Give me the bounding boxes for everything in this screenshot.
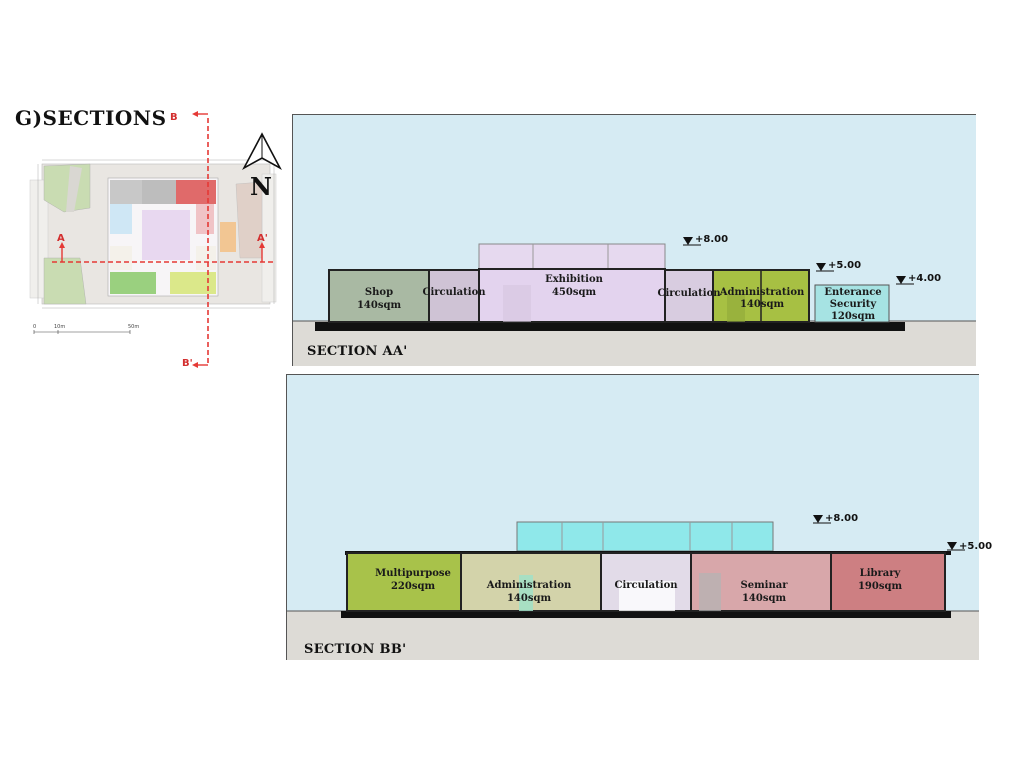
- level-marker-icon: [683, 237, 701, 246]
- plan-room: [170, 272, 216, 294]
- level-bb-5: +5.00: [959, 541, 992, 552]
- room-multipurpose-area: 220sqm: [391, 581, 435, 592]
- key-plan-drawing: A A' B B' N 0 10m 50m: [29, 111, 282, 369]
- room-circulation-2-name: Circulation: [657, 288, 721, 299]
- room-entrance-area: Security: [830, 299, 878, 310]
- cut-b-start-label: B: [170, 112, 178, 123]
- scale-label-10: 10m: [54, 324, 65, 330]
- north-label: N: [250, 172, 272, 201]
- key-plan: A A' B B' N 0 10m 50m: [29, 108, 290, 373]
- level-bb-8: +8.00: [825, 513, 858, 524]
- ground: [287, 611, 979, 660]
- room-exhibition-area: 450sqm: [552, 287, 596, 298]
- section-bb-label: SECTION BB': [304, 642, 407, 657]
- glass-roof-bb: [516, 521, 774, 552]
- plan-room: [142, 180, 176, 204]
- level-aa-8: +8.00: [695, 234, 728, 245]
- room-seminar-name: Seminar: [741, 580, 789, 591]
- foundation-slab: [341, 611, 951, 618]
- plan-room: [110, 246, 132, 270]
- section-aa-drawing: Shop 140sqm Circulation Exhibition 450sq…: [293, 115, 976, 366]
- glass-roof-aa: [478, 243, 666, 270]
- section-bb-panel: Multipurpose 220sqm Administration 140sq…: [286, 374, 992, 660]
- level-aa-5: +5.00: [828, 260, 861, 271]
- room-seminar-area: 140sqm: [742, 593, 786, 604]
- section-bb-drawing: Multipurpose 220sqm Administration 140sq…: [287, 375, 992, 660]
- room-multipurpose: [346, 552, 462, 612]
- room-library: [830, 552, 946, 612]
- plan-room: [196, 204, 214, 234]
- plan-room: [110, 204, 132, 234]
- level-aa-4: +4.00: [908, 273, 941, 284]
- room-shop-area: 140sqm: [357, 300, 401, 311]
- room-administration-area: 140sqm: [740, 299, 784, 310]
- room-administration-area: 140sqm: [507, 593, 551, 604]
- scale-label-0: 0: [33, 324, 36, 330]
- cut-b-end-label: B': [182, 358, 193, 369]
- room-circulation-1-name: Circulation: [422, 287, 486, 298]
- north-arrow-icon: [242, 132, 282, 171]
- plan-room: [176, 180, 216, 204]
- room-shop: [328, 269, 430, 323]
- section-aa-label: SECTION AA': [307, 344, 408, 359]
- room-entrance-name: Enterance: [824, 287, 881, 298]
- plan-room: [220, 222, 236, 252]
- room-entrance-extra: 120sqm: [831, 311, 875, 322]
- room-shop-name: Shop: [365, 287, 393, 298]
- room-administration-name: Administration: [486, 580, 572, 591]
- room-entrance: [814, 284, 890, 323]
- room-library-area: 190sqm: [858, 581, 902, 592]
- cut-a-end-label: A': [257, 233, 268, 244]
- level-marker-icon: [947, 542, 965, 551]
- plan-room: [110, 180, 142, 204]
- plan-room: [110, 272, 156, 294]
- room-circulation-name: Circulation: [614, 580, 678, 591]
- scale-label-50: 50m: [128, 324, 139, 330]
- plan-room: [142, 210, 190, 260]
- room-circulation-1: [428, 269, 480, 323]
- room-library-name: Library: [860, 568, 902, 579]
- section-aa-panel: Shop 140sqm Circulation Exhibition 450sq…: [292, 114, 976, 366]
- level-marker-icon: [896, 276, 914, 285]
- room-circulation-2: [664, 269, 714, 323]
- foundation-slab: [315, 322, 905, 331]
- level-marker-icon: [813, 515, 831, 524]
- level-marker-icon: [816, 263, 834, 272]
- plan-room: [196, 246, 216, 270]
- page-title: G)SECTIONS: [15, 106, 167, 130]
- cut-a-start-label: A: [57, 233, 65, 244]
- room-multipurpose-name: Multipurpose: [375, 568, 451, 579]
- room-exhibition-name: Exhibition: [545, 274, 604, 285]
- room-administration-name: Administration: [719, 287, 805, 298]
